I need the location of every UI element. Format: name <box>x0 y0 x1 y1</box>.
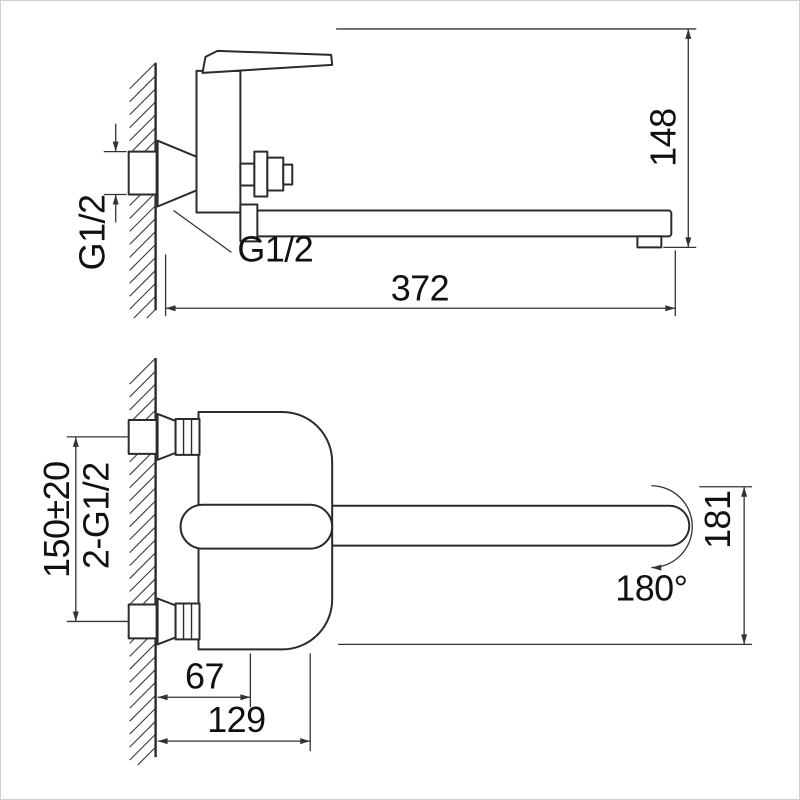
wall-hatching-side <box>129 62 157 319</box>
dim-67-label: 67 <box>185 655 224 696</box>
spout-thread-label: G1/2 <box>237 228 313 269</box>
dim-372-label: 372 <box>391 267 449 308</box>
knob-body <box>266 156 285 192</box>
faucet-body-side <box>195 69 242 214</box>
mount-top <box>127 412 201 461</box>
flange-top <box>156 412 177 461</box>
spout-nut <box>239 203 259 243</box>
knob-neck <box>239 162 256 187</box>
wall-pipe-bottom <box>127 603 158 640</box>
dim-wall-to-front: 129 <box>157 653 311 752</box>
swivel-arc: 180° <box>615 485 693 608</box>
handle-plan <box>179 503 334 550</box>
dim-spout-reach: 372 <box>164 250 676 317</box>
mount-bottom <box>127 597 201 646</box>
nut-bottom <box>174 602 201 641</box>
dim-wall-thread: G1/2 <box>72 123 127 270</box>
diverter-knob <box>239 150 294 198</box>
side-view: 148 372 G1/2 G1/2 <box>72 28 697 319</box>
dim-181-label: 181 <box>697 490 738 548</box>
knob-flange <box>253 150 269 198</box>
plan-view: 180° 181 150±20 2-G1/2 67 <box>36 357 753 766</box>
aerator <box>636 235 663 249</box>
dim-148-label: 148 <box>642 108 683 166</box>
spout-thread-callout: G1/2 <box>173 209 314 269</box>
flange-bottom <box>156 597 177 646</box>
dim-mount-spacing: 150±20 2-G1/2 <box>36 436 128 623</box>
dim-swivel-reach: 181 <box>338 486 753 646</box>
knob-tip <box>282 163 294 186</box>
swivel-angle-label: 180° <box>615 567 687 608</box>
wall-thread-label: G1/2 <box>72 194 113 270</box>
dim-150-label: 150±20 <box>36 461 77 578</box>
wall-pipe-top <box>127 418 158 455</box>
mount-threads-label: 2-G1/2 <box>76 462 117 569</box>
dim-wall-to-pivot: 67 <box>157 653 252 708</box>
handle-lever <box>201 49 334 74</box>
wall-pipe-side <box>127 150 158 196</box>
nut-top <box>174 417 201 456</box>
spout-plan <box>311 504 691 547</box>
escutcheon <box>156 139 200 208</box>
dim-overall-height: 148 <box>336 28 697 249</box>
dim-129-label: 129 <box>207 699 265 740</box>
